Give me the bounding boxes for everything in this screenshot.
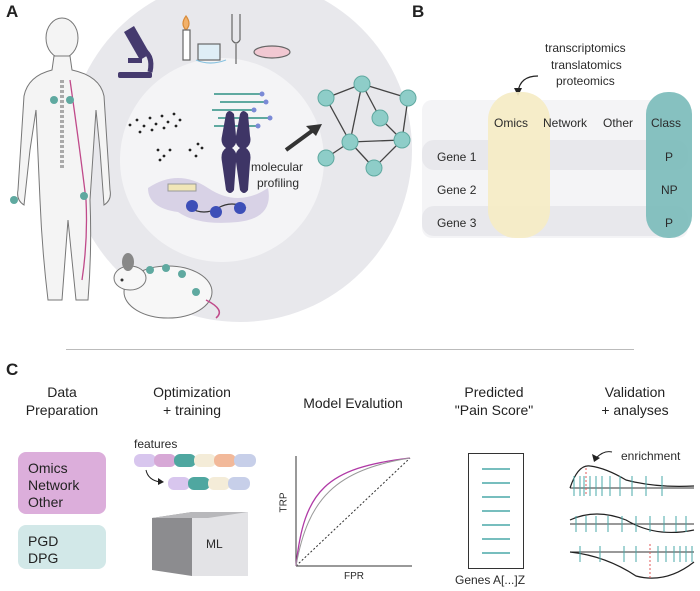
single-cell-dots	[128, 112, 204, 162]
panel-a-letter: A	[6, 2, 19, 21]
ranked-gene-list	[468, 453, 524, 569]
panel-c-letter: C	[6, 360, 19, 379]
class-column-highlight	[646, 92, 692, 238]
stage-title-predicted-pain-score: Predicted"Pain Score"	[454, 384, 534, 418]
column-header-class: Class	[651, 116, 682, 130]
drg-dot-icon	[80, 192, 88, 200]
row-class-3: P	[665, 216, 674, 230]
drg-dot-icon	[66, 96, 74, 104]
drg-dot-icon	[50, 96, 58, 104]
column-header-omics: Omics	[494, 116, 528, 130]
row-class-1: P	[665, 150, 674, 164]
arrow-icon	[284, 126, 318, 152]
omics-type-2: translatomics	[551, 58, 622, 72]
table-row-band	[422, 206, 688, 236]
ml-model-box	[152, 512, 248, 576]
stage-title-validation: Validation+ analyses	[601, 384, 669, 418]
stimulus-icons	[182, 14, 291, 64]
omics-column-highlight	[488, 92, 550, 238]
section-divider	[66, 349, 634, 350]
column-header-network: Network	[543, 116, 588, 130]
stage-title-model-evaluation: Model Evalution	[303, 395, 403, 411]
row-class-2: NP	[661, 183, 678, 197]
omics-type-1: transcriptomics	[545, 41, 626, 55]
panel-a-illustration	[10, 0, 417, 322]
stage-title-optimization: Optimization+ training	[153, 384, 231, 418]
genes-range-label: Genes A[...]Z	[455, 573, 526, 587]
profiling-label-line2: profiling	[257, 176, 300, 190]
mouse-illustration	[113, 253, 221, 319]
features-label: features	[134, 437, 178, 451]
table-row-band	[422, 140, 688, 170]
enrichment-label: enrichment	[621, 449, 681, 463]
roc-diagonal	[295, 457, 411, 567]
roc-curve-2	[295, 457, 411, 567]
ribosome-icons	[186, 200, 246, 218]
roc-curve-1	[295, 457, 411, 567]
roc-curve-plot	[295, 456, 412, 567]
row-gene-1: Gene 1	[437, 150, 477, 164]
roc-y-label: TRP	[278, 492, 290, 513]
chromosome-icon	[221, 111, 251, 193]
human-body-illustration	[17, 17, 111, 301]
row-gene-2: Gene 2	[437, 183, 477, 197]
omics-type-3: proteomics	[556, 74, 615, 88]
column-header-other: Other	[603, 116, 634, 130]
profiling-label-line1: molecular	[251, 160, 304, 174]
row-gene-3: Gene 3	[437, 216, 477, 230]
microscope-icon	[118, 26, 154, 78]
ml-label: ML	[206, 537, 223, 551]
enrichment-plots	[569, 451, 695, 580]
drg-dot-icon	[10, 196, 18, 204]
roc-x-label: FPR	[344, 571, 364, 582]
sequencing-reads-icon	[212, 93, 270, 127]
panel-b-letter: B	[412, 2, 425, 21]
gene-network-icon	[317, 75, 417, 177]
feature-selection-diagram	[134, 454, 256, 490]
